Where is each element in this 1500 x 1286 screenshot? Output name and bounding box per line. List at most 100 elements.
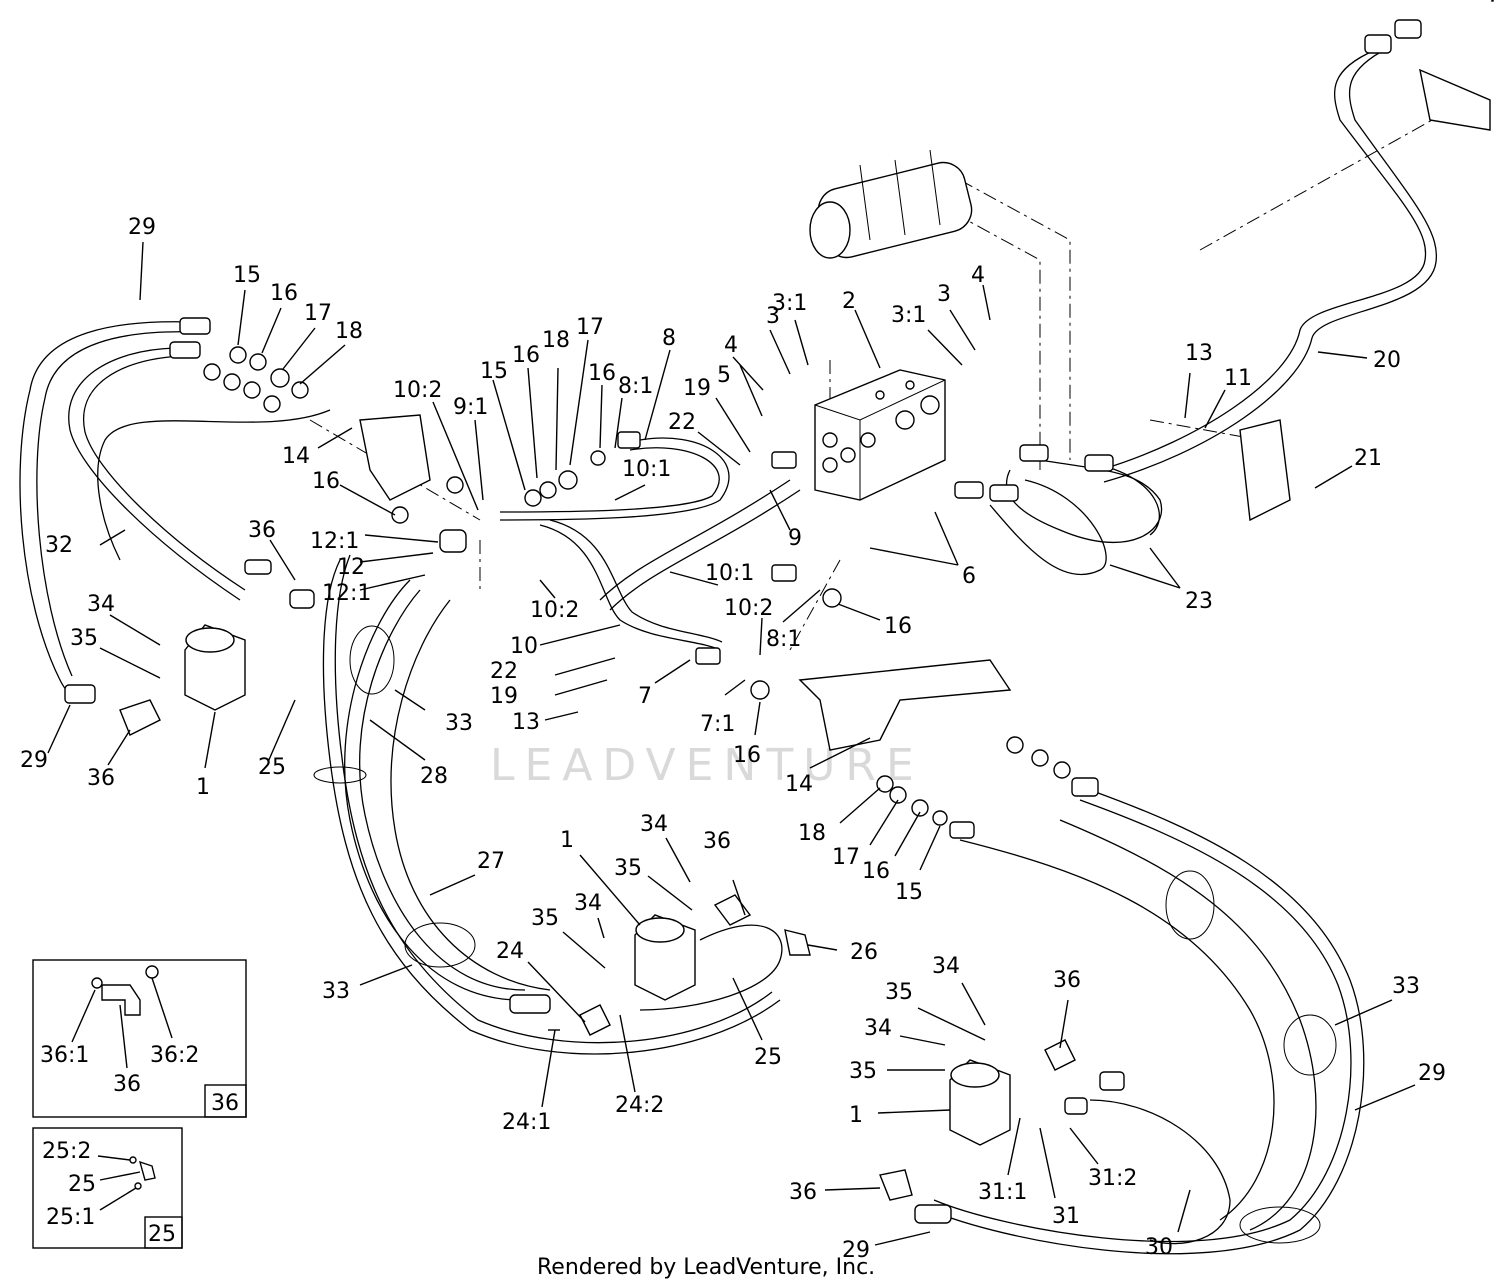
callout-9: 9 xyxy=(788,526,802,551)
callout-30: 30 xyxy=(1145,1235,1173,1260)
callout-31-1: 31:1 xyxy=(978,1180,1027,1205)
callout-14: 14 xyxy=(785,772,813,797)
callout-8-1: 8:1 xyxy=(618,374,653,399)
callout-36: 36 xyxy=(248,518,276,543)
callout-24: 24 xyxy=(496,939,524,964)
wheel-motor-3 xyxy=(949,1059,1011,1146)
inset25-label-25-1: 25:1 xyxy=(46,1205,95,1230)
callout-16: 16 xyxy=(884,614,912,639)
wheel-motor-2 xyxy=(634,914,696,1001)
callout-31-2: 31:2 xyxy=(1088,1166,1137,1191)
fittings xyxy=(64,0,1494,1224)
callout-6: 6 xyxy=(962,564,976,589)
callout-1: 1 xyxy=(849,1103,863,1128)
inset25-label-25-2: 25:2 xyxy=(42,1139,91,1164)
callout-10-2: 10:2 xyxy=(393,378,442,403)
callout-20: 20 xyxy=(1373,348,1401,373)
callout-36: 36 xyxy=(87,766,115,791)
inset25-label-25: 25 xyxy=(68,1172,96,1197)
callout-3: 3 xyxy=(766,304,780,329)
callout-35: 35 xyxy=(849,1059,877,1084)
callout-35: 35 xyxy=(614,856,642,881)
callout-17: 17 xyxy=(832,845,860,870)
callout-1: 1 xyxy=(560,828,574,853)
callout-29: 29 xyxy=(128,215,156,240)
callout-22: 22 xyxy=(490,659,518,684)
callout-8: 8 xyxy=(662,326,676,351)
callout-13: 13 xyxy=(1185,341,1213,366)
callout-4: 4 xyxy=(971,263,985,288)
callout-labels: 29 15 16 17 18 14 32 36 34 35 29 36 1 25… xyxy=(20,215,1446,1263)
callout-3: 3 xyxy=(937,282,951,307)
callout-1: 1 xyxy=(196,775,210,800)
callout-18: 18 xyxy=(798,821,826,846)
callout-29: 29 xyxy=(842,1238,870,1263)
callout-25: 25 xyxy=(754,1045,782,1070)
callout-17: 17 xyxy=(576,315,604,340)
callout-36: 36 xyxy=(1053,968,1081,993)
mount-bracket-left xyxy=(359,414,431,501)
inset-box-36: 36:1 36 36:2 36 xyxy=(32,959,247,1118)
callout-22: 22 xyxy=(668,410,696,435)
callout-33: 33 xyxy=(322,979,350,1004)
callout-5: 5 xyxy=(717,363,731,388)
inset36-tag: 36 xyxy=(211,1091,239,1116)
callout-36: 36 xyxy=(789,1180,817,1205)
callout-15: 15 xyxy=(895,880,923,905)
pump-assembly xyxy=(809,149,973,259)
callout-10-1: 10:1 xyxy=(705,561,754,586)
callout-34: 34 xyxy=(87,592,115,617)
callout-29: 29 xyxy=(20,748,48,773)
mount-bracket-right xyxy=(1239,419,1291,522)
callout-17: 17 xyxy=(304,301,332,326)
callout-19: 19 xyxy=(490,684,518,709)
callout-13: 13 xyxy=(512,710,540,735)
callout-34: 34 xyxy=(640,812,668,837)
callout-35: 35 xyxy=(531,906,559,931)
callout-21: 21 xyxy=(1354,446,1382,471)
wheel-motor-1 xyxy=(184,624,246,711)
inset-box-25: 25:2 25 25:1 25 xyxy=(32,1127,183,1249)
mount-bracket-top xyxy=(1419,68,1491,131)
callout-16: 16 xyxy=(512,343,540,368)
callout-35: 35 xyxy=(70,626,98,651)
callout-14: 14 xyxy=(282,444,310,469)
callout-34: 34 xyxy=(864,1016,892,1041)
inset36-label-36-2: 36:2 xyxy=(150,1043,199,1068)
callout-26: 26 xyxy=(850,940,878,965)
callout-12-1: 12:1 xyxy=(322,581,371,606)
inset25-tag: 25 xyxy=(148,1222,176,1247)
callout-32: 32 xyxy=(45,533,73,558)
callout-4: 4 xyxy=(724,333,738,358)
callout-28: 28 xyxy=(420,764,448,789)
callout-25: 25 xyxy=(258,755,286,780)
callout-19: 19 xyxy=(683,376,711,401)
callout-2: 2 xyxy=(842,289,856,314)
callout-31: 31 xyxy=(1052,1204,1080,1229)
callout-16: 16 xyxy=(862,859,890,884)
callout-10-2: 10:2 xyxy=(530,598,579,623)
callout-3-1: 3:1 xyxy=(891,303,926,328)
callout-11: 11 xyxy=(1224,366,1252,391)
leader-lines xyxy=(47,241,1416,1246)
callout-27: 27 xyxy=(477,849,505,874)
callout-10-1: 10:1 xyxy=(622,457,671,482)
callout-7: 7 xyxy=(638,684,652,709)
footer-credit: Rendered by LeadVenture, Inc. xyxy=(537,1255,875,1280)
valve-block xyxy=(814,369,946,501)
callout-7-1: 7:1 xyxy=(700,712,735,737)
callout-29: 29 xyxy=(1418,1061,1446,1086)
callout-3-1: 3:1 xyxy=(772,291,807,316)
hose-lines xyxy=(19,47,1438,1255)
callout-16: 16 xyxy=(312,469,340,494)
callout-23: 23 xyxy=(1185,589,1213,614)
callout-33: 33 xyxy=(445,711,473,736)
inset36-label-36: 36 xyxy=(113,1072,141,1097)
watermark: LEADVENTURE xyxy=(490,740,924,791)
callout-18: 18 xyxy=(542,328,570,353)
callout-8-1: 8:1 xyxy=(766,627,801,652)
mount-bracket-mid xyxy=(798,659,1012,751)
callout-9-1: 9:1 xyxy=(453,395,488,420)
callout-36: 36 xyxy=(703,829,731,854)
